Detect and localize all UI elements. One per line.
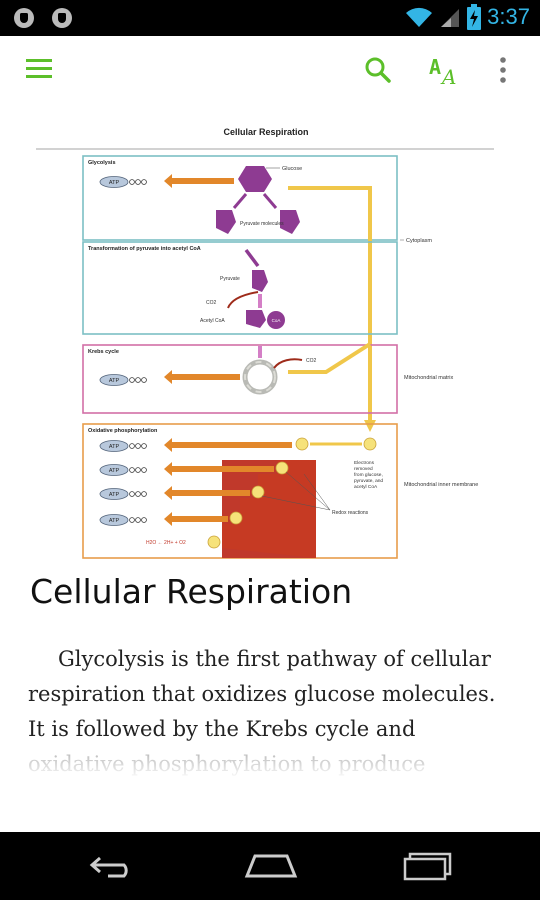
- atp-label: ATP: [109, 378, 120, 384]
- side-label-membrane: Mitochondrial inner membrane: [404, 482, 478, 488]
- atp-label: ATP: [109, 518, 120, 524]
- atp-label: ATP: [109, 492, 120, 498]
- svg-text:A: A: [429, 55, 441, 79]
- panel-title: Oxidative phosphorylation: [88, 428, 158, 434]
- reader-content[interactable]: Cellular Respiration Cytoplasm Mitochond…: [0, 102, 540, 832]
- atp-label: ATP: [109, 468, 120, 474]
- status-bar: 3:37: [0, 0, 540, 36]
- recent-apps-icon[interactable]: [402, 850, 454, 882]
- cellular-respiration-figure: Cellular Respiration Cytoplasm Mitochond…: [36, 127, 494, 559]
- section-heading: Cellular Respiration: [30, 572, 353, 611]
- wifi-icon: [406, 7, 433, 27]
- panel-title: Transformation of pyruvate into acetyl C…: [88, 246, 201, 252]
- back-icon[interactable]: [88, 852, 138, 880]
- redox-label: Redox reactions: [332, 510, 369, 516]
- panel-krebs: [82, 344, 398, 414]
- acetyl-coa-label: Acetyl CoA: [200, 318, 225, 324]
- navigation-bar: [0, 832, 540, 900]
- content-fade: [0, 744, 540, 832]
- search-icon[interactable]: [364, 56, 392, 84]
- pyruvate-molecules-label: Pyruvate molecules: [240, 221, 284, 227]
- shield-notification-icon: [52, 8, 72, 28]
- panel-title: Krebs cycle: [88, 349, 119, 355]
- more-vert-icon[interactable]: [499, 57, 507, 83]
- app-toolbar: A A: [0, 36, 540, 102]
- electrons-label: Electrons removed from glucose, pyruvate…: [354, 460, 384, 490]
- signal-icon: [441, 9, 460, 27]
- co2-label: CO2: [206, 300, 217, 306]
- home-icon[interactable]: [243, 852, 299, 880]
- pyruvate-label: Pyruvate: [220, 276, 240, 282]
- panel-title: Glycolysis: [88, 160, 116, 166]
- water-equation-label: H2O ← 2H+ + O2: [146, 540, 186, 546]
- battery-charging-icon: [467, 4, 482, 30]
- menu-icon[interactable]: [26, 58, 54, 80]
- figure-title: Cellular Respiration: [223, 127, 308, 137]
- panel-glycolysis: [82, 155, 398, 241]
- panel-acetyl-coa: [82, 241, 398, 335]
- svg-text:A: A: [440, 65, 456, 86]
- text-size-icon[interactable]: A A: [428, 54, 462, 86]
- glucose-label: Glucose: [282, 166, 302, 172]
- coa-label: CoA: [272, 318, 281, 323]
- shield-notification-icon: [14, 8, 34, 28]
- krebs-co2-label: CO2: [306, 358, 317, 364]
- clock: 3:37: [487, 4, 530, 29]
- atp-label: ATP: [109, 444, 120, 450]
- side-label-matrix: Mitochondrial matrix: [404, 375, 453, 381]
- atp-label: ATP: [109, 180, 120, 186]
- side-label-cytoplasm: Cytoplasm: [406, 238, 432, 244]
